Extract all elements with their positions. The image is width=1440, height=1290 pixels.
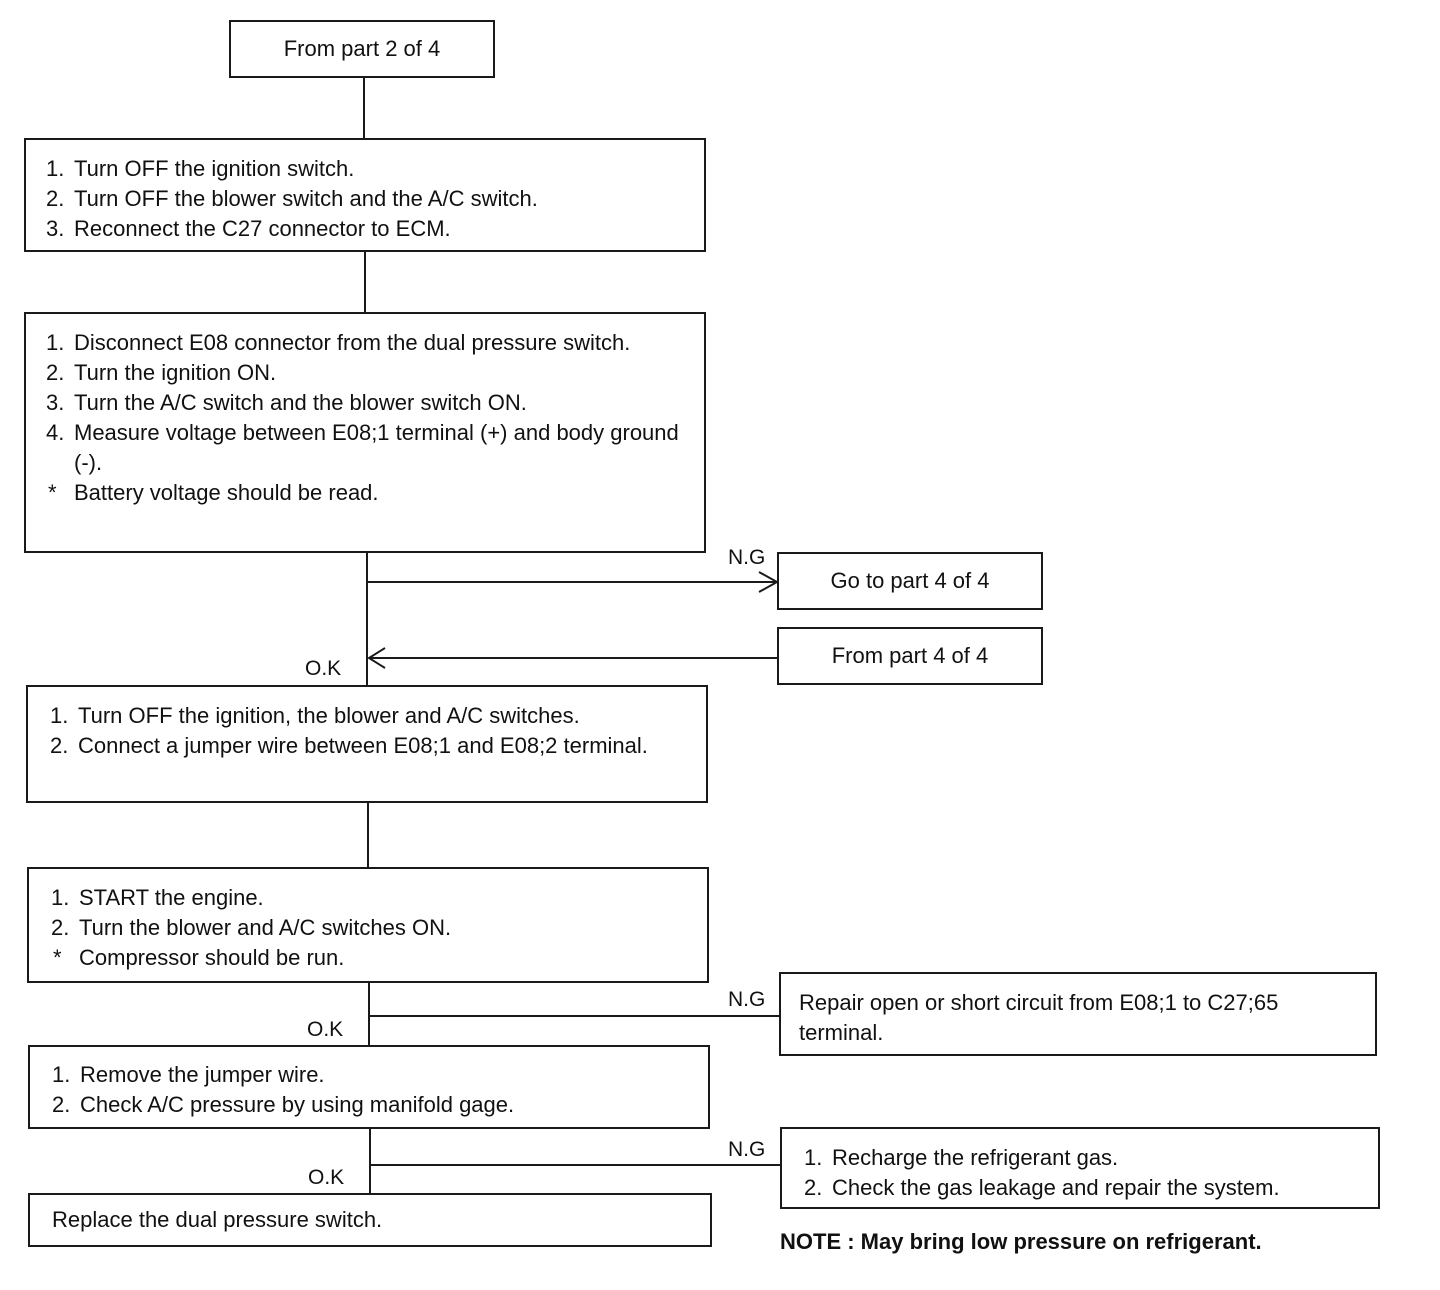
arrowhead-from-part4 xyxy=(367,647,386,669)
step5-item: 2.Check A/C pressure by using manifold g… xyxy=(52,1092,515,1117)
step5-item: 1.Remove the jumper wire. xyxy=(52,1062,325,1087)
ok-label-1: O.K xyxy=(305,657,342,680)
repair-box: Repair open or short circuit from E08;1 … xyxy=(779,972,1377,1056)
step3-item: 2.Connect a jumper wire between E08;1 an… xyxy=(50,733,648,758)
step2-item: 1.Disconnect E08 connector from the dual… xyxy=(46,330,631,355)
step2-item: 4.Measure voltage between E08;1 terminal… xyxy=(46,420,679,475)
repair-text: Repair open or short circuit from E08;1 … xyxy=(799,990,1279,1045)
step5-box: 1.Remove the jumper wire. 2.Check A/C pr… xyxy=(28,1045,710,1129)
step1-item: 1.Turn OFF the ignition switch. xyxy=(46,156,355,181)
step1-item: 3.Reconnect the C27 connector to ECM. xyxy=(46,216,451,241)
from-part4-box: From part 4 of 4 xyxy=(777,627,1043,685)
step2-note: *Battery voltage should be read. xyxy=(48,480,379,505)
ng-label-3: N.G xyxy=(728,1138,766,1161)
step4-box: 1.START the engine. 2.Turn the blower an… xyxy=(27,867,709,983)
from-part4-text: From part 4 of 4 xyxy=(831,643,989,668)
step2-item: 2.Turn the ignition ON. xyxy=(46,360,277,385)
refrigerant-note: NOTE : May bring low pressure on refrige… xyxy=(780,1229,1262,1254)
ng-label-1: N.G xyxy=(728,546,766,569)
step3-item: 1.Turn OFF the ignition, the blower and … xyxy=(50,703,580,728)
recharge-box: 1.Recharge the refrigerant gas. 2.Check … xyxy=(780,1127,1380,1209)
recharge-item: 2.Check the gas leakage and repair the s… xyxy=(804,1175,1280,1200)
replace-box: Replace the dual pressure switch. xyxy=(28,1193,712,1247)
step1-box: 1.Turn OFF the ignition switch. 2.Turn O… xyxy=(24,138,706,252)
step2-box: 1.Disconnect E08 connector from the dual… xyxy=(24,312,706,553)
goto-part4-text: Go to part 4 of 4 xyxy=(830,568,990,593)
step2-item: 3.Turn the A/C switch and the blower swi… xyxy=(46,390,527,415)
step4-item: 2.Turn the blower and A/C switches ON. xyxy=(51,915,452,940)
goto-part4-box: Go to part 4 of 4 xyxy=(777,552,1043,610)
recharge-item: 1.Recharge the refrigerant gas. xyxy=(804,1145,1119,1170)
ok-label-2: O.K xyxy=(307,1018,344,1041)
step4-item: 1.START the engine. xyxy=(51,885,264,910)
step1-item: 2.Turn OFF the blower switch and the A/C… xyxy=(46,186,538,211)
step4-note: *Compressor should be run. xyxy=(53,945,345,970)
ok-label-3: O.K xyxy=(308,1166,345,1189)
replace-text: Replace the dual pressure switch. xyxy=(52,1207,383,1232)
start-box: From part 2 of 4 xyxy=(229,20,495,78)
step3-box: 1.Turn OFF the ignition, the blower and … xyxy=(26,685,708,803)
start-box-text: From part 2 of 4 xyxy=(283,36,441,61)
ng-label-2: N.G xyxy=(728,988,766,1011)
